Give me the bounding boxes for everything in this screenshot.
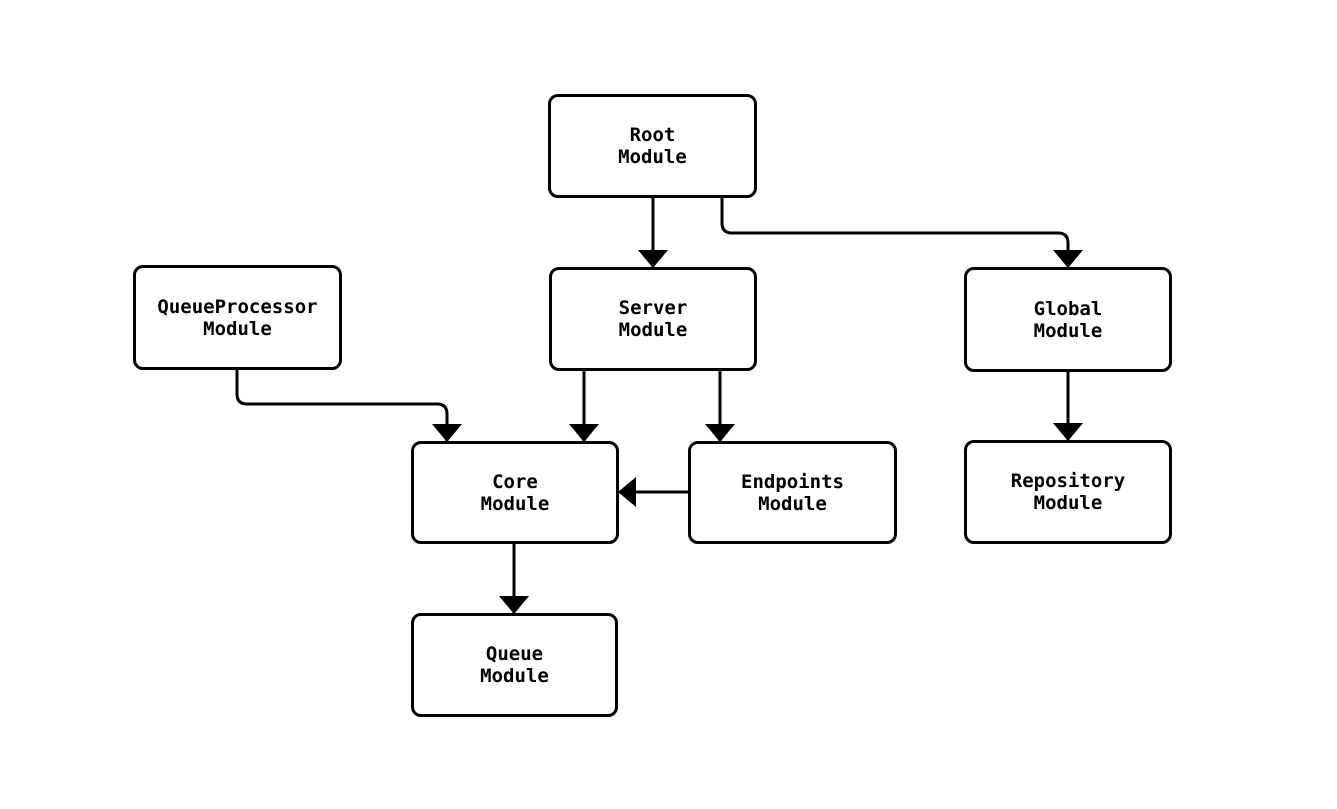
node-global-module: Global Module xyxy=(964,267,1172,372)
node-core-module: Core Module xyxy=(411,441,619,544)
node-label-server: Server Module xyxy=(618,297,688,341)
node-endpoints-module: Endpoints Module xyxy=(688,441,897,544)
node-label-queueprocessor: QueueProcessor Module xyxy=(157,295,318,340)
node-label-queue: Queue Module xyxy=(480,643,549,687)
node-label-endpoints: Endpoints Module xyxy=(741,470,844,515)
edges-group xyxy=(235,198,1083,614)
edge-root-to-global xyxy=(720,198,1083,268)
node-queueprocessor-module: QueueProcessor Module xyxy=(133,265,342,370)
node-queue-module: Queue Module xyxy=(411,613,618,717)
node-root-module: Root Module xyxy=(548,94,757,198)
node-server-module: Server Module xyxy=(549,267,757,371)
node-label-root: Root Module xyxy=(618,124,687,168)
node-label-global: Global Module xyxy=(1033,297,1103,342)
edge-queueprocessor-to-core xyxy=(235,370,462,442)
node-repository-module: Repository Module xyxy=(964,440,1172,544)
node-label-core: Core Module xyxy=(480,470,550,515)
node-label-repository: Repository Module xyxy=(1010,470,1126,514)
